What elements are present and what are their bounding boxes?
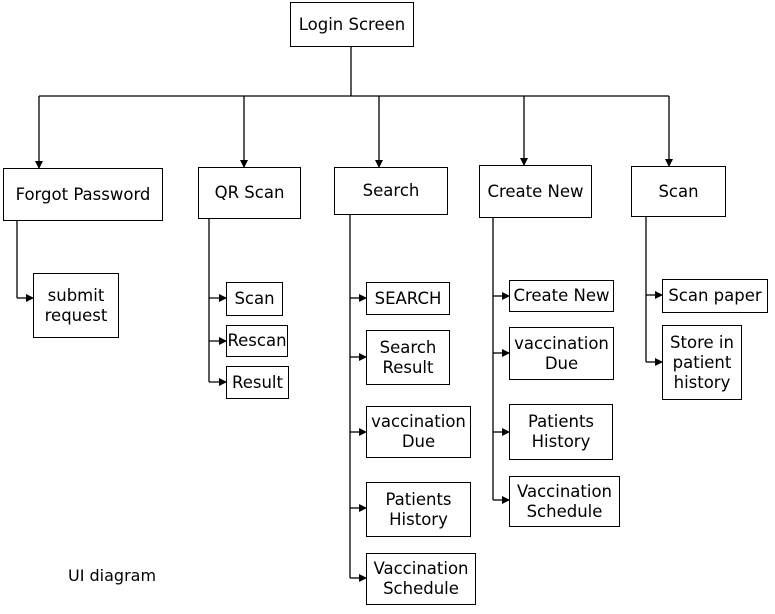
scan-item-store-in-patient-history: Store in patient history <box>662 325 742 400</box>
search-node: Search <box>334 167 448 215</box>
create-new-item-vaccination-due: vaccination Due <box>509 327 614 380</box>
qr-scan-item-result: Result <box>226 366 289 399</box>
submit-request-node: submit request <box>33 273 119 338</box>
search-item-search-result: Search Result <box>366 330 450 385</box>
create-new-item-create-new: Create New <box>509 280 614 312</box>
qr-scan-item-rescan: Rescan <box>226 325 288 357</box>
forgot-password-node: Forgot Password <box>3 168 163 221</box>
login-screen-node: Login Screen <box>290 2 414 47</box>
scan-item-scan-paper: Scan paper <box>662 279 768 313</box>
search-item-search: SEARCH <box>366 282 450 315</box>
search-item-patients-history: Patients History <box>366 482 471 537</box>
diagram-caption: UI diagram <box>68 566 157 585</box>
qr-scan-node: QR Scan <box>198 167 301 219</box>
scan-node: Scan <box>631 166 726 217</box>
create-new-item-vaccination-schedule: Vaccination Schedule <box>509 476 620 527</box>
create-new-item-patients-history: Patients History <box>509 404 613 460</box>
search-item-vaccination-due: vaccination Due <box>366 406 471 458</box>
qr-scan-item-scan: Scan <box>226 282 283 316</box>
create-new-node: Create New <box>479 165 592 218</box>
search-item-vaccination-schedule: Vaccination Schedule <box>366 553 476 605</box>
